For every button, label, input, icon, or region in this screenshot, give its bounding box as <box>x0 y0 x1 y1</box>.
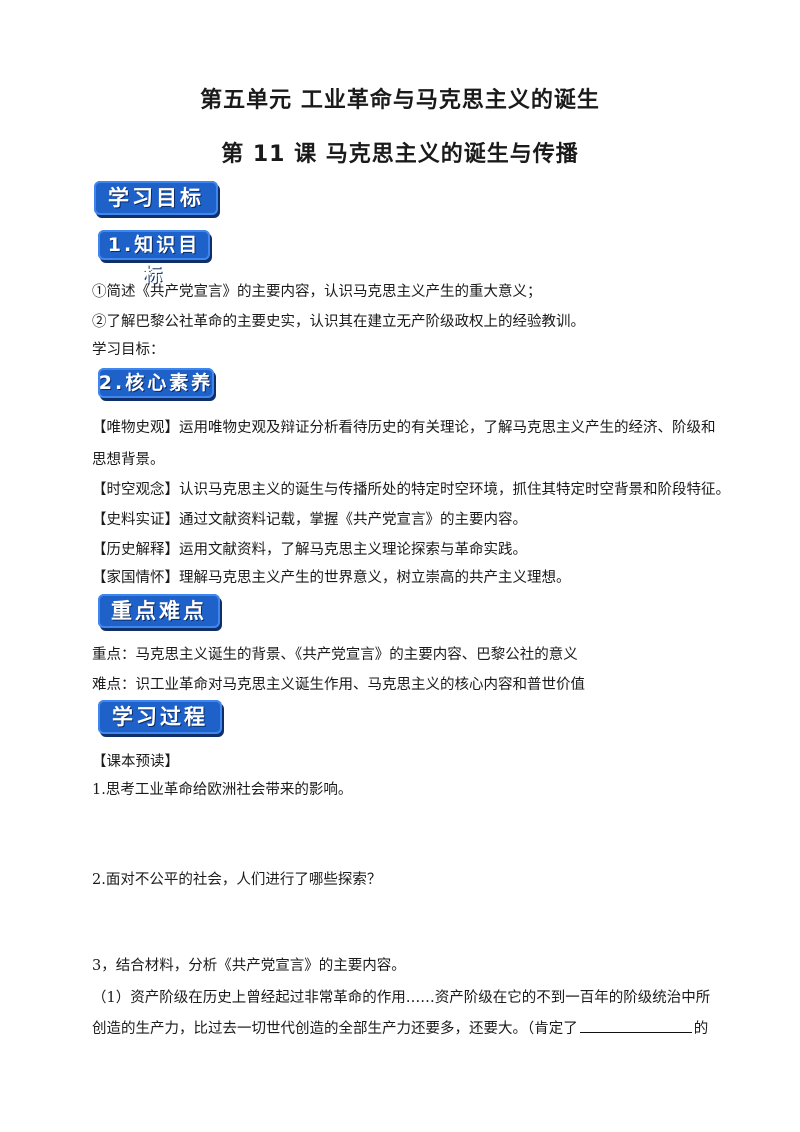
unit-title: 第五单元 工业革命与马克思主义的诞生 <box>200 88 600 113</box>
knowledge-item-1: ①简述《共产党宣言》的主要内容，认识马克思主义产生的重大意义； <box>92 284 542 300</box>
section-badge-learning-goals: 学习目标 <box>94 181 218 215</box>
answer-blank[interactable] <box>579 1018 692 1033</box>
question-1: 1.思考工业革命给欧洲社会带来的影响。 <box>92 782 353 798</box>
question-2: 2.面对不公平的社会，人们进行了哪些探索？ <box>92 872 382 888</box>
literacy-evidence: 【史料实证】通过文献资料记载，掌握《共产党宣言》的主要内容。 <box>92 512 527 528</box>
literacy-interpretation: 【历史解释】运用文献资料，了解马克思主义理论探索与革命实践。 <box>92 542 527 558</box>
literacy-patriotism: 【家国情怀】理解马克思主义产生的世界意义，树立崇高的共产主义理想。 <box>92 570 571 586</box>
literacy-materialism-cont: 思想背景。 <box>92 452 165 468</box>
section-badge-key-points: 重点难点 <box>98 594 220 628</box>
learning-goals-label: 学习目标： <box>92 342 165 358</box>
knowledge-item-2: ②了解巴黎公社革命的主要史实，认识其在建立无产阶级政权上的经验教训。 <box>92 314 585 330</box>
lesson-title: 第 11 课 马克思主义的诞生与传播 <box>221 142 579 167</box>
literacy-spacetime: 【时空观念】认识马克思主义的诞生与传播所处的特定时空环境，抓住其特定时空背景和阶… <box>92 482 730 498</box>
preview-label: 【课本预读】 <box>92 754 179 770</box>
literacy-materialism: 【唯物史观】运用唯物史观及辩证分析看待历史的有关理论，了解马克思主义产生的经济、… <box>92 420 716 436</box>
section-badge-core-literacy: 2.核心素养 <box>98 368 214 398</box>
section-badge-knowledge-goals: 1.知识目标 <box>98 230 210 286</box>
material-1-tail: 的 <box>693 1021 709 1037</box>
key-focus: 重点：马克思主义诞生的背景、《共产党宣言》的主要内容、巴黎公社的意义 <box>92 647 578 663</box>
section-badge-learning-process: 学习过程 <box>98 700 222 734</box>
key-difficulty: 难点：识工业革命对马克思主义诞生作用、马克思主义的核心内容和普世价值 <box>92 677 585 693</box>
material-1-line-1: （1）资产阶级在历史上曾经起过非常革命的作用……资产阶级在它的不到一百年的阶级统… <box>92 990 711 1006</box>
material-1-line-2: 创造的生产力，比过去一切世代创造的全部生产力还要多，还要大。（肯定了 的 <box>92 1018 732 1039</box>
material-1-text: 创造的生产力，比过去一切世代创造的全部生产力还要多，还要大。（肯定了 <box>92 1021 578 1037</box>
question-3: 3，结合材料，分析《共产党宣言》的主要内容。 <box>92 958 406 974</box>
